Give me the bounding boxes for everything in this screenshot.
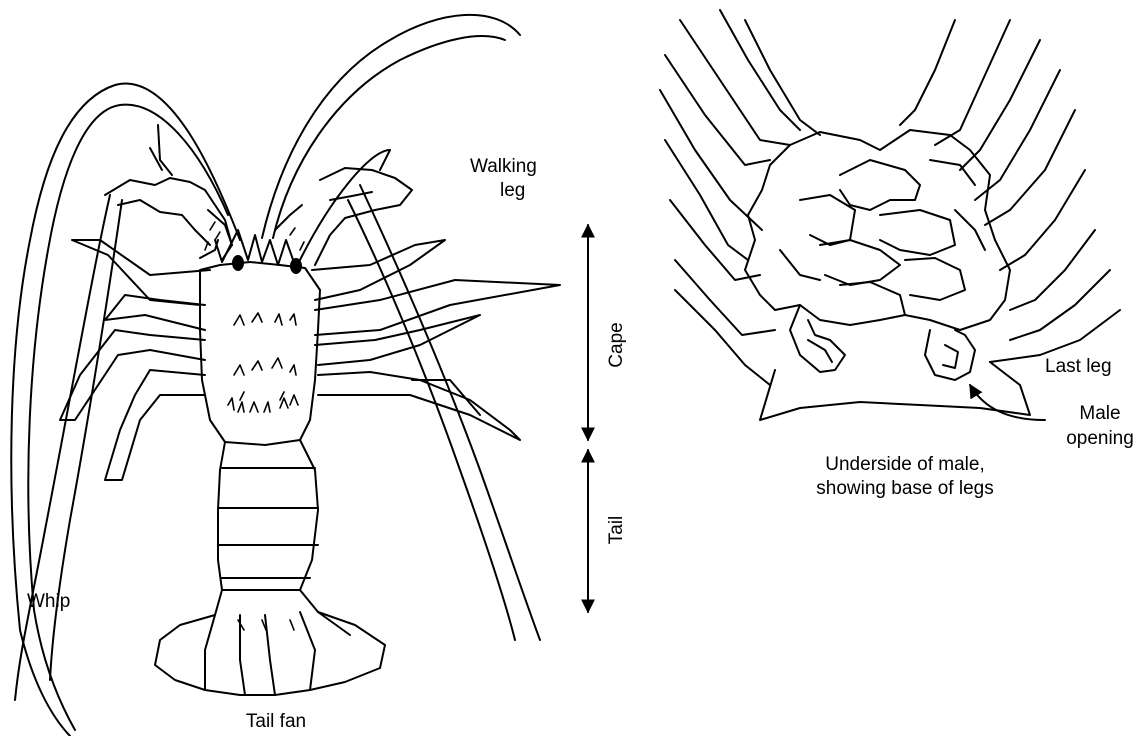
underside-right-legs xyxy=(900,20,1120,362)
left-legs xyxy=(60,240,210,480)
antenna-bases xyxy=(105,125,412,265)
male-openings xyxy=(790,305,975,380)
male-opening-label-line2: opening xyxy=(1066,428,1134,449)
last-leg-label: Last leg xyxy=(1045,356,1112,377)
walking-leg-label-line2: leg xyxy=(500,180,525,201)
left-whip-antenna xyxy=(11,84,240,736)
right-eye xyxy=(290,258,302,274)
tail-fan-label: Tail fan xyxy=(246,711,306,732)
tail xyxy=(218,440,318,590)
abdomen-base xyxy=(760,362,1030,420)
diagram-labels: Walking leg Cape Tail Whip Tail fan Last… xyxy=(27,156,1134,732)
walking-leg-label-line1: Walking xyxy=(470,156,537,177)
tail-fan xyxy=(155,590,385,695)
carapace xyxy=(200,205,320,445)
left-eye xyxy=(232,255,244,271)
lobster-top-view xyxy=(11,15,560,736)
male-opening-pointer xyxy=(970,385,1045,420)
right-whip-antenna xyxy=(262,15,520,260)
underside-caption-line2: showing base of legs xyxy=(816,478,993,499)
male-opening-label-line1: Male xyxy=(1079,403,1120,424)
tail-label: Tail xyxy=(606,516,627,545)
whip-label: Whip xyxy=(27,591,70,612)
right-legs xyxy=(312,240,560,440)
underside-left-legs xyxy=(660,10,820,385)
underside-caption-line1: Underside of male, xyxy=(825,454,984,475)
cape-label: Cape xyxy=(606,322,627,367)
